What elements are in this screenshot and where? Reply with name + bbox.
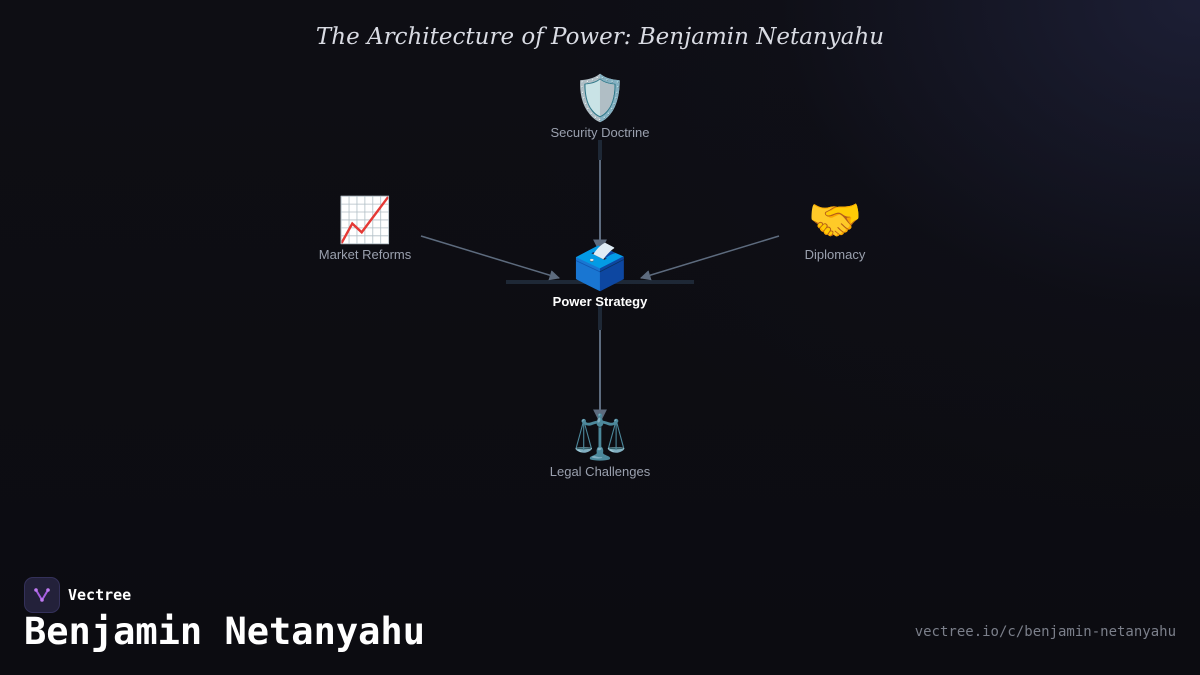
source-link[interactable]: vectree.io/c/benjamin-netanyahu [914,624,1176,640]
node-market-reforms: 📈 Market Reforms [275,195,455,263]
node-label: Market Reforms [318,247,412,262]
balance-scale-icon: ⚖️ [572,412,628,463]
diagram-title: The Architecture of Power: Benjamin Neta… [315,24,885,50]
chart-increasing-icon: 📈 [337,195,393,246]
node-power-strategy: 🗳️ Power Strategy [510,242,690,310]
brand: Vectree [24,577,131,613]
edge-market-to-power [420,235,561,281]
node-label: Diplomacy [804,247,866,262]
subject-title: Benjamin Netanyahu [24,610,425,653]
node-legal-challenges: ⚖️ Legal Challenges [510,412,690,480]
brand-name: Vectree [68,586,132,604]
edge-diplomacy-to-power [639,235,780,281]
shield-icon: 🛡️ [572,73,628,124]
vectree-logo-icon [24,577,60,613]
node-diplomacy: 🤝 Diplomacy [745,195,925,263]
ballot-box-icon: 🗳️ [572,242,628,293]
node-label: Power Strategy [552,294,648,309]
node-label: Legal Challenges [549,464,651,479]
node-security-doctrine: 🛡️ Security Doctrine [510,73,690,141]
handshake-icon: 🤝 [807,195,863,246]
node-label: Security Doctrine [550,125,650,140]
